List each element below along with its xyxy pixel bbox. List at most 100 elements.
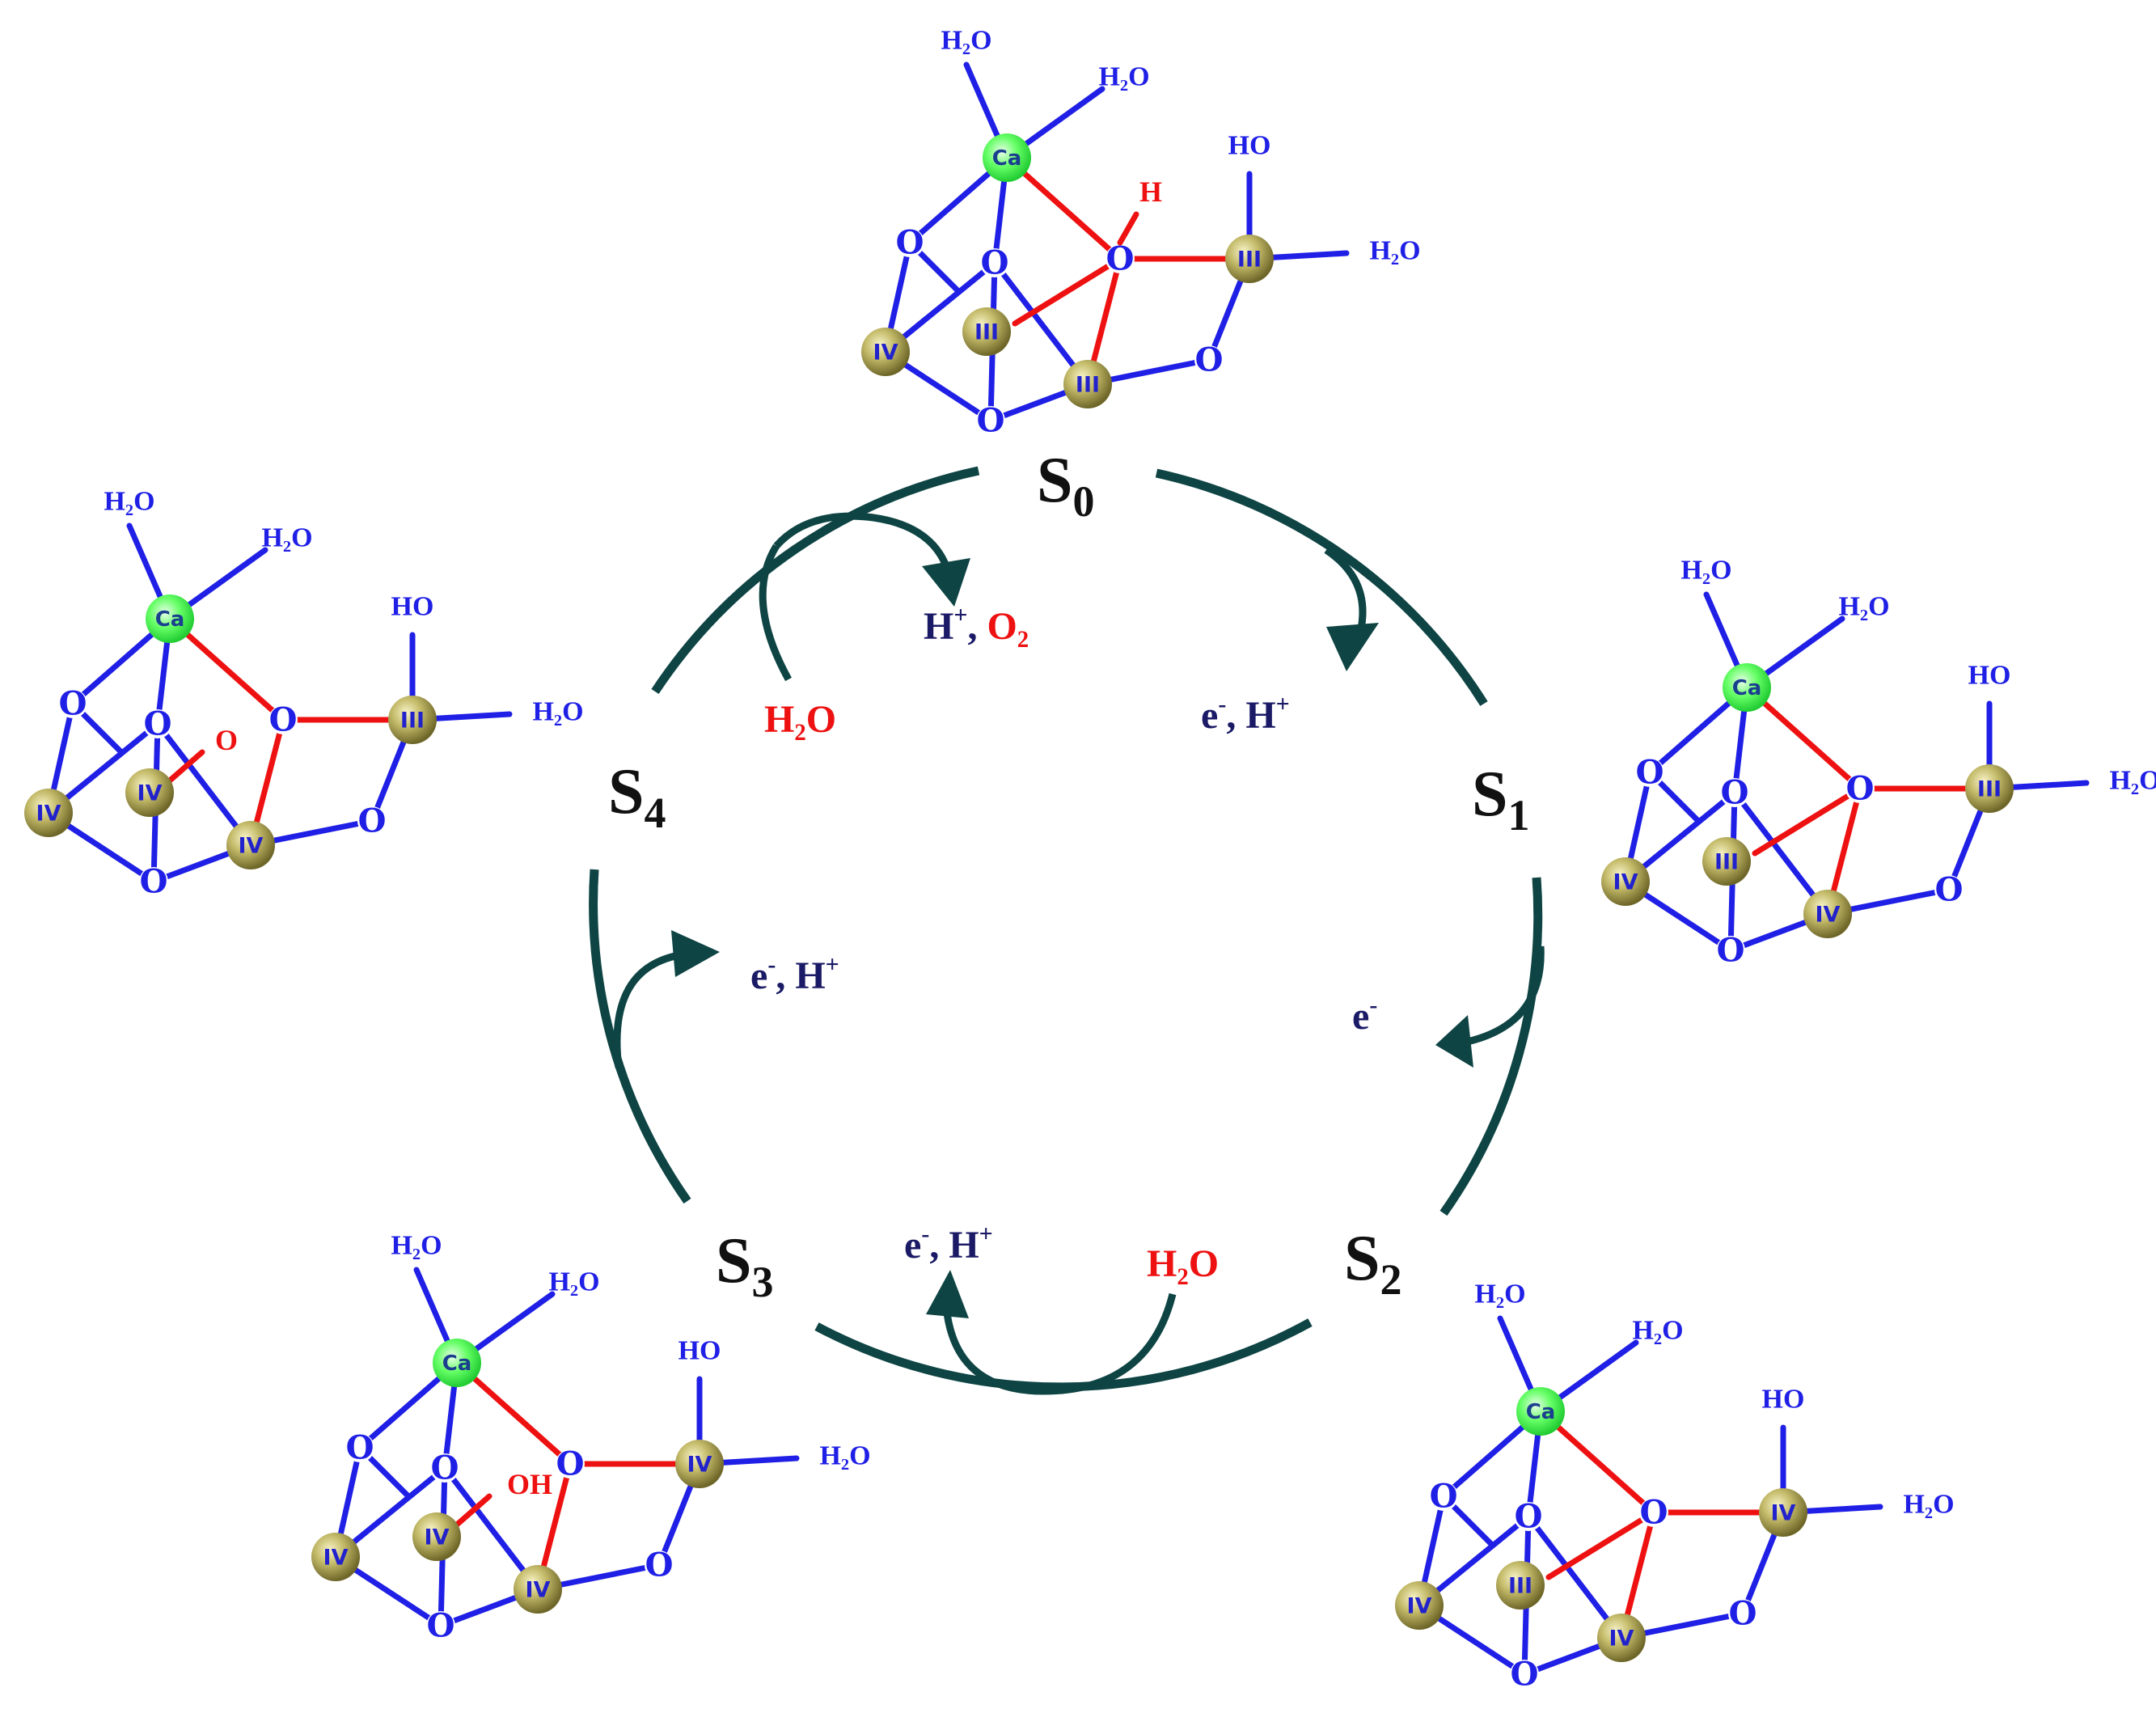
ligand-ca-water-1: H₂O (1474, 1280, 1525, 1309)
mn-back-oxidation: III (1508, 1574, 1532, 1599)
oxygen-central: O (1846, 770, 1875, 808)
ligand-dangler-water: H₂O (819, 1441, 870, 1471)
mn-front-oxidation: IV (526, 1578, 551, 1603)
mn-front-oxidation: IV (1609, 1627, 1634, 1652)
calcium-label: Ca (155, 607, 185, 632)
mn-back (412, 1512, 461, 1561)
oxygen-bottom: O (1511, 1656, 1539, 1694)
oxygen-centre-bg (430, 1453, 459, 1483)
bond-oc-proton (1117, 211, 1139, 246)
oxygen-left-bg (345, 1433, 374, 1462)
mn-dangler-oxidation: III (1977, 777, 2002, 802)
ligand-dangler-hydroxo: HO (391, 592, 434, 622)
oxygen-right: O (645, 1546, 674, 1584)
bond-ca-oc (167, 615, 286, 723)
arrow-s2-s3-release (942, 1305, 1044, 1395)
mn-back-oxidation: III (1714, 850, 1739, 875)
s2-s3-released-species: e-, H+ (904, 1220, 993, 1267)
ligand-dangler-water: H₂O (1903, 1490, 1954, 1520)
mn-front-oxidation: III (1076, 373, 1100, 398)
s3-s4-released-species: e-, H+ (750, 951, 839, 997)
mn-back (1496, 1561, 1545, 1610)
oxygen-left-bg (58, 689, 87, 718)
calcium-atom (433, 1339, 481, 1387)
mn-dangler (675, 1440, 724, 1488)
arc-s2-s3 (814, 1318, 1313, 1392)
cluster-s4-oxygens: O O O O O (58, 685, 387, 901)
ligand-ca-water-2: H₂O (1632, 1316, 1683, 1346)
oxygen-left-bg (1635, 758, 1664, 787)
mn-dangler (388, 696, 437, 744)
oxygen-left: O (59, 685, 87, 723)
ligand-dangler-water: H₂O (2109, 766, 2156, 796)
arc-s4-s0 (651, 466, 980, 695)
state-s4-label: S4 (608, 756, 666, 837)
oxygen-bottom: O (140, 863, 168, 901)
ligand-dangler-hydroxo: HO (1968, 661, 2011, 691)
oxygen-bottom: O (977, 402, 1005, 440)
mn-front-oxidation: IV (239, 834, 264, 859)
bond-ca-oc (1537, 1408, 1657, 1516)
mn-left-oxidation: IV (1613, 870, 1638, 895)
oxygen-bottom-bg (1510, 1660, 1539, 1689)
oxygen-right-bg (1728, 1599, 1757, 1628)
oxygen-centre-bg (1720, 778, 1749, 807)
cluster-s1-manganese: IV III IV III (1601, 764, 2014, 938)
arc-s3-s4 (589, 869, 691, 1204)
mn-back-oxidation: IV (137, 781, 163, 806)
arrow-head-s4-s0 (922, 558, 970, 607)
bond-mnb-backlig (167, 749, 205, 784)
arrow-s1-s2-release (1459, 945, 1545, 1047)
arrow-head-s2-s3 (926, 1270, 969, 1318)
oxygen-right-bg (357, 806, 387, 835)
calcium-atom (1723, 663, 1771, 712)
arrow-head-s1-s2 (1435, 1015, 1473, 1068)
state-s0-label: S0 (1037, 445, 1095, 526)
arc-s0-s1 (1155, 468, 1488, 706)
s2-s3-water-uptake: H₂O (1147, 1242, 1219, 1285)
mn-back (1702, 837, 1751, 886)
oxygen-centre: O (981, 244, 1009, 282)
s4-s0-released-species: H+, O₂ (924, 602, 1029, 648)
bond-ob-mnf (442, 1465, 541, 1593)
mn-left (24, 789, 73, 837)
ligand-ca-water-1: H₂O (391, 1231, 442, 1261)
oxygen-right: O (1935, 871, 1964, 909)
mn-left (1395, 1581, 1444, 1630)
mn-dangler-oxidation: IV (687, 1453, 712, 1478)
mn-back (125, 768, 174, 817)
oxygen-right: O (358, 802, 387, 840)
oxygen-centre: O (1721, 774, 1749, 812)
oxygen-left: O (1430, 1478, 1458, 1516)
oxygen-central: O (556, 1445, 585, 1483)
calcium-label: Ca (1732, 676, 1762, 700)
oxygen-centre: O (144, 705, 172, 743)
bond-oc-mnb (1752, 785, 1863, 857)
mn-dangler-oxidation: III (1237, 247, 1262, 273)
oxygen-right-bg (645, 1550, 674, 1580)
mn-front (226, 821, 275, 869)
mn-dangler-oxidation: IV (1771, 1501, 1796, 1526)
mn-front-oxidation: IV (1816, 903, 1841, 928)
oxygen-centre-bg (1514, 1502, 1543, 1531)
arc-s1-s2 (1439, 877, 1543, 1216)
mn-left-oxidation: IV (873, 341, 898, 366)
arrow-head-s3-s4 (671, 930, 720, 977)
oxygen-bottom-bg (139, 867, 168, 896)
mn-left (311, 1533, 360, 1581)
oxygen-right-bg (1934, 875, 1964, 904)
state-s1-label: S1 (1472, 759, 1530, 840)
oxygen-left: O (896, 224, 924, 262)
oxygen-centre: O (431, 1449, 459, 1487)
arrow-head-s0-s1 (1326, 623, 1379, 671)
oxo-on-back-mn: O (215, 724, 238, 756)
oxygen-central: O (1640, 1494, 1668, 1532)
